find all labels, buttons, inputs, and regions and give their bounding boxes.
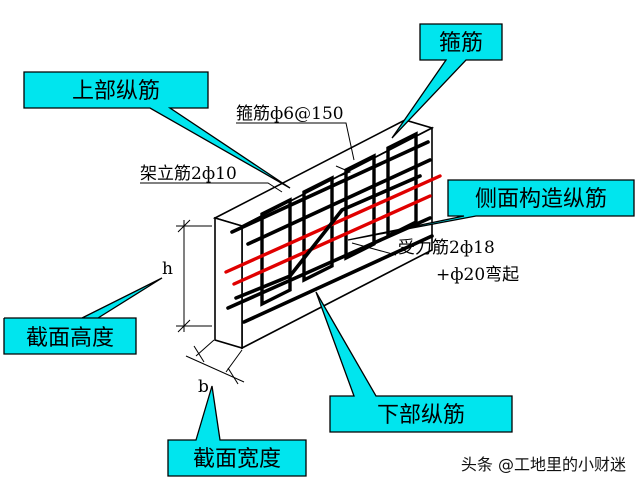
bent-bar-label: +ф20弯起 xyxy=(436,265,519,285)
callout-stirrup-label: 箍筋 xyxy=(439,31,483,56)
callout-top-longitudinal: 上部纵筋 xyxy=(23,71,291,189)
callout-section-width-label: 截面宽度 xyxy=(193,447,281,472)
bottom-bar-front xyxy=(242,234,434,324)
side-bar-lower xyxy=(232,194,432,286)
stirrup-2 xyxy=(302,175,334,283)
stirrup-spec-label: 箍筋ф6@150 xyxy=(236,104,344,124)
erection-bar-label: 架立筋2ф10 xyxy=(140,164,237,184)
callout-section-height-label: 截面高度 xyxy=(26,326,114,351)
beam-end-face xyxy=(214,216,243,350)
dimension-height xyxy=(176,219,212,333)
annotation-leaders xyxy=(140,122,397,256)
callout-stirrup: 箍筋 xyxy=(391,23,503,139)
width-symbol: b xyxy=(198,377,209,397)
callout-top-longitudinal-label: 上部纵筋 xyxy=(72,79,160,104)
callout-section-width: 截面宽度 xyxy=(167,385,307,477)
longitudinal-bars xyxy=(224,140,442,324)
main-bar-label: 受力筋2ф18 xyxy=(398,238,495,258)
stirrup-1 xyxy=(260,197,292,307)
stirrup-4 xyxy=(386,131,418,239)
watermark-label: 头条 @工地里的小财迷 xyxy=(461,455,626,474)
top-bar-front xyxy=(246,158,432,246)
callout-side-longitudinal-label: 侧面构造纵筋 xyxy=(475,187,607,212)
callout-bottom-longitudinal-label: 下部纵筋 xyxy=(377,403,465,428)
callout-bottom-longitudinal: 下部纵筋 xyxy=(315,291,513,433)
height-symbol: h xyxy=(162,259,173,279)
top-bar-back xyxy=(230,140,430,234)
dimension-width xyxy=(185,339,245,385)
callout-side-longitudinal: 侧面构造纵筋 xyxy=(347,179,635,241)
callout-section-height: 截面高度 xyxy=(3,277,163,355)
bent-up-bar xyxy=(234,174,422,300)
bottom-bar-back xyxy=(226,216,432,310)
